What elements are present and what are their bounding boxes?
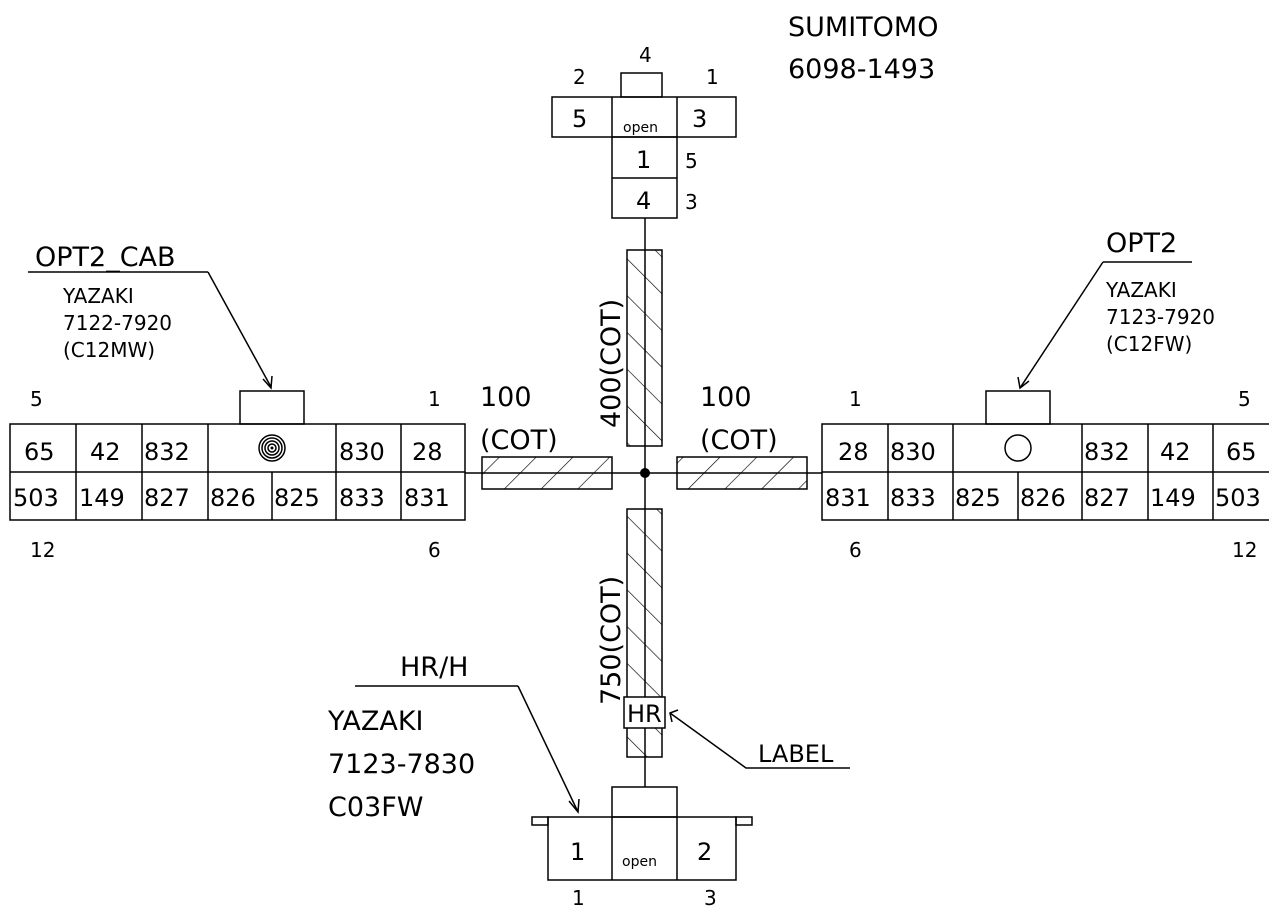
- opt2-cell-t1: 28: [838, 438, 869, 466]
- opt2-cab-cell-b6: 833: [339, 484, 385, 512]
- opt2-cell-b4: 826: [1020, 484, 1066, 512]
- opt2-cab-cell-t6: 28: [412, 438, 443, 466]
- opt2-pin-6: 6: [849, 538, 862, 562]
- hrh-housing: [547, 816, 737, 881]
- hr-marker: HR: [623, 696, 666, 729]
- branch-left: 100 (COT): [480, 382, 613, 490]
- opt2-cab-pin-5: 5: [30, 387, 43, 411]
- hrh-pin-3: 3: [704, 886, 717, 909]
- hrh-code: C03FW: [328, 792, 423, 823]
- splice-node: [640, 468, 650, 478]
- opt2-cab-pin-12: 12: [30, 538, 55, 562]
- hrh-part-number: 7123-7830: [328, 749, 475, 780]
- opt2-cab-cell-t2: 42: [90, 438, 121, 466]
- hrh-connector: HR/H YAZAKI 7123-7830 C03FW 1 open 2 1 3: [327, 652, 753, 909]
- branch-right: 100 (COT): [676, 382, 808, 490]
- opt2-cell-b5: 827: [1084, 484, 1130, 512]
- branch-left-cover: (COT): [480, 425, 558, 456]
- label-callout-text: LABEL: [758, 740, 834, 768]
- sumitomo-pin-mid1: 5: [685, 149, 698, 173]
- opt2-cab-latch: [239, 390, 305, 425]
- empty-cavity-icon: [1004, 434, 1032, 462]
- opt2-cab-cell-b4: 826: [210, 484, 256, 512]
- opt2-cell-t5: 42: [1160, 438, 1191, 466]
- hr-marker-text: HR: [627, 700, 662, 728]
- opt2-cell-b7: 503: [1215, 484, 1261, 512]
- opt2-cab-title: OPT2_CAB: [35, 242, 176, 273]
- opt2-maker: YAZAKI: [1105, 278, 1177, 302]
- opt2-cab-cell-b7: 831: [404, 484, 450, 512]
- hrh-cell-right: 2: [697, 838, 712, 866]
- label-callout: LABEL: [669, 709, 850, 769]
- opt2-cab-pin-1: 1: [428, 387, 441, 411]
- sumitomo-connector: SUMITOMO 6098-1493 4 2 1 5 open 3 1 4 5 …: [551, 12, 938, 219]
- sumitomo-cell-mid2: 4: [636, 187, 651, 215]
- opt2-cab-cell-t1: 65: [24, 438, 55, 466]
- sumitomo-pin-right: 1: [706, 65, 719, 89]
- opt2-pin-1: 1: [849, 387, 862, 411]
- sumitomo-cell-open: open: [623, 120, 658, 136]
- opt2-code: (C12FW): [1106, 332, 1192, 356]
- opt2-cell-b1: 831: [825, 484, 871, 512]
- opt2-cell-t4: 832: [1084, 438, 1130, 466]
- opt2-cell-b6: 149: [1150, 484, 1196, 512]
- branch-top: 400(COT): [596, 249, 663, 447]
- opt2-cab-cell-b1: 503: [13, 484, 59, 512]
- branch-top-label: 400(COT): [596, 299, 627, 428]
- sumitomo-maker: SUMITOMO: [788, 12, 938, 43]
- hrh-flange-left: [531, 816, 549, 826]
- branch-right-length: 100: [700, 382, 752, 413]
- seal-plug-icon: [258, 434, 286, 462]
- opt2-cab-pin-6: 6: [428, 538, 441, 562]
- branch-left-length: 100: [480, 382, 532, 413]
- branch-bottom-label: 750(COT): [596, 576, 627, 705]
- opt2-latch: [985, 390, 1051, 425]
- sumitomo-pin-mid2: 3: [685, 190, 698, 214]
- opt2-cab-cell-t5: 830: [339, 438, 385, 466]
- opt2-connector: OPT2 YAZAKI 7123-7920 (C12FW) 1 5 6 12 2…: [821, 228, 1269, 562]
- branch-right-cover: (COT): [700, 425, 778, 456]
- sumitomo-pin-left: 2: [573, 65, 586, 89]
- opt2-cab-maker: YAZAKI: [62, 284, 134, 308]
- sumitomo-pin-top: 4: [639, 43, 652, 67]
- sumitomo-latch: [620, 72, 663, 98]
- hrh-maker: YAZAKI: [327, 706, 424, 737]
- opt2-part-number: 7123-7920: [1106, 305, 1215, 329]
- opt2-pin-12: 12: [1232, 538, 1257, 562]
- opt2-cab-cell-b3: 827: [144, 484, 190, 512]
- opt2-cab-cell-b5: 825: [274, 484, 320, 512]
- hrh-cell-left: 1: [570, 838, 585, 866]
- sumitomo-cell-mid1: 1: [636, 146, 651, 174]
- sumitomo-part-number: 6098-1493: [788, 54, 935, 85]
- opt2-cell-t2: 830: [890, 438, 936, 466]
- opt2-cab-code: (C12MW): [63, 338, 155, 362]
- opt2-cab-cell-b2: 149: [79, 484, 125, 512]
- opt2-cab-part-number: 7122-7920: [63, 311, 172, 335]
- hrh-title: HR/H: [400, 652, 468, 683]
- sumitomo-cell-right: 3: [692, 105, 707, 133]
- opt2-cab-cell-t3: 832: [144, 438, 190, 466]
- opt2-title: OPT2: [1106, 228, 1177, 259]
- hrh-cell-open: open: [622, 854, 657, 870]
- opt2-cab-connector: OPT2_CAB YAZAKI 7122-7920 (C12MW) 5 1 12…: [9, 242, 466, 562]
- hrh-pin-1: 1: [572, 886, 585, 909]
- hrh-flange-right: [735, 816, 753, 826]
- opt2-cell-t6: 65: [1226, 438, 1257, 466]
- opt2-cell-b2: 833: [890, 484, 936, 512]
- sumitomo-cell-left: 5: [572, 105, 587, 133]
- hrh-latch: [611, 786, 678, 818]
- opt2-cell-b3: 825: [955, 484, 1001, 512]
- opt2-pin-5: 5: [1238, 387, 1251, 411]
